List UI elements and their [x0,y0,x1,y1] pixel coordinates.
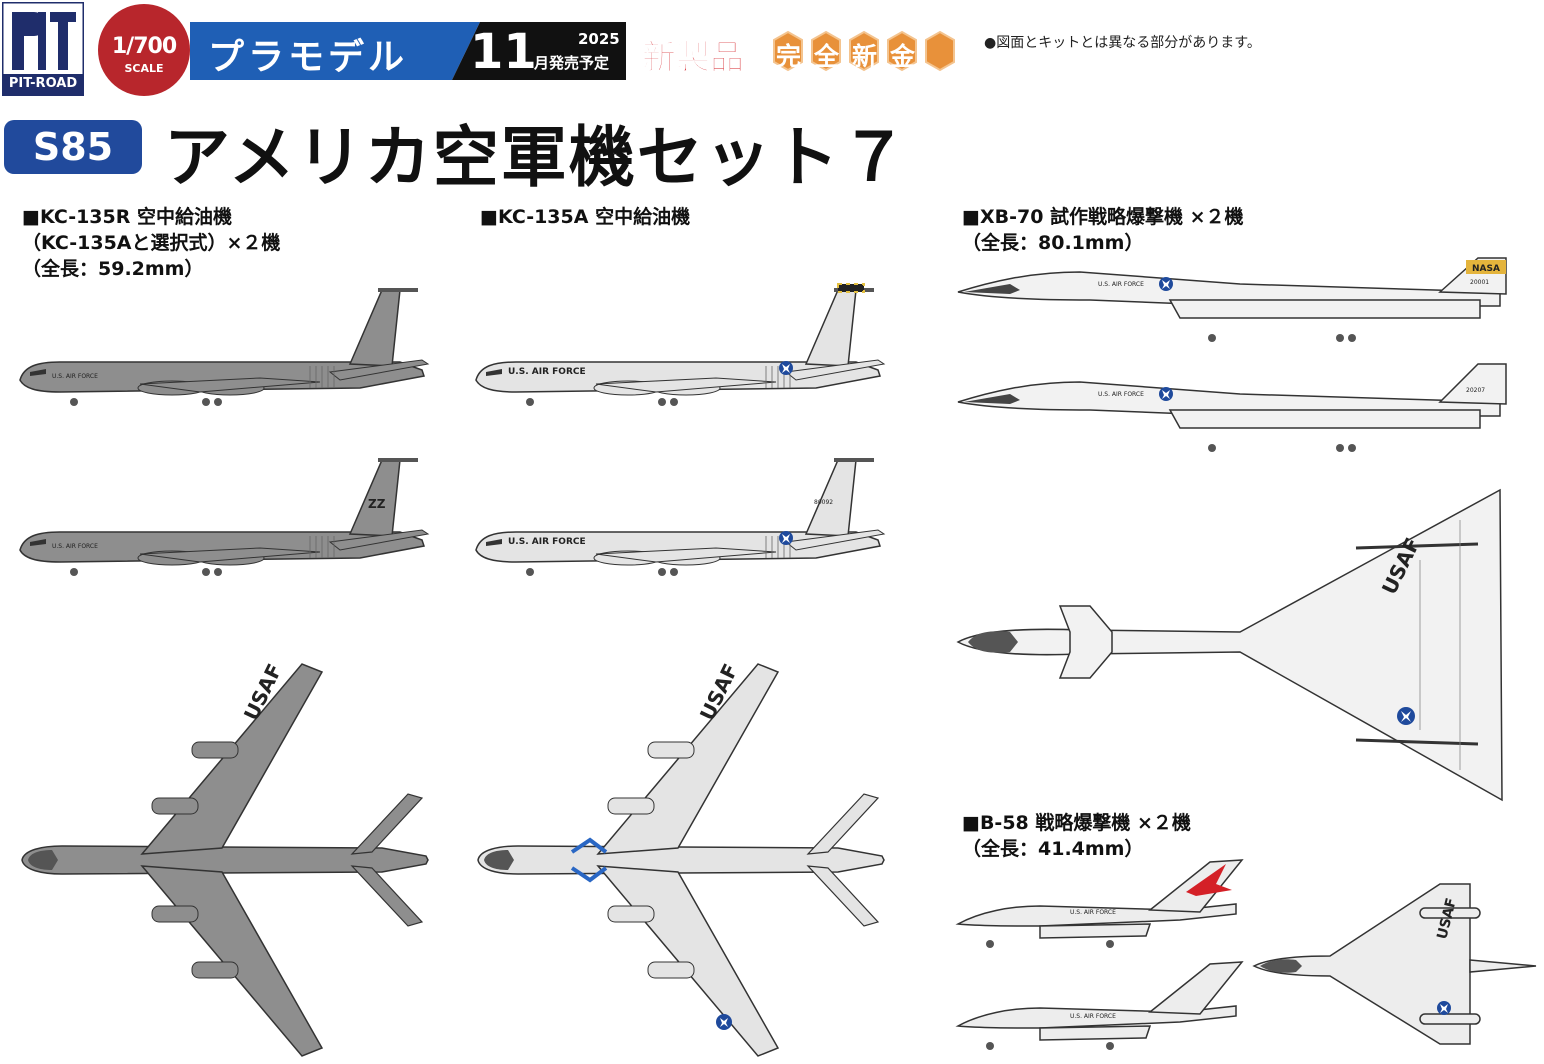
kc135a-fuselage-text-2: U.S. AIR FORCE [508,537,586,547]
xb70-serial-1: 20001 [1470,279,1489,286]
kc135r-fuselage-text-1: U.S. AIR FORCE [52,373,98,380]
caption-xb70: ■XB-70 試作戦略爆撃機 ×２機 （全長：80.1mm） [962,204,1244,256]
category-banner [190,22,626,80]
caption-b58: ■B-58 戦略爆撃機 ×２機 （全長：41.4mm） [962,810,1191,862]
b58-side-2 [955,961,1244,1050]
nasa-tail-band [1466,260,1506,274]
caption-line: （KC-135Aと選択式）×２機 [22,232,281,254]
caption-line: （全長：80.1mm） [962,232,1144,254]
xb70-top-view [956,488,1503,802]
caption-line: ■KC-135R 空中給油機 [22,206,232,228]
logo-text: PIT-ROAD [8,76,78,91]
scale-label: SCALE [124,62,164,75]
release-month: 11 [470,24,537,80]
release-year: 2025 [578,30,620,48]
checker-tail-cap [838,284,864,292]
disclaimer: ●図面とキットとは異なる部分があります。 [984,35,1261,51]
xb70-nasa-text: NASA [1472,264,1500,274]
xb70-side-1 [957,257,1507,342]
category-label: プラモデル [208,37,409,78]
kc135a-side-2 [475,457,885,577]
caption-kc135a: ■KC-135A 空中給油機 [480,204,690,230]
caption-line: （全長：41.4mm） [962,838,1144,860]
kc135a-fuselage-text-1: U.S. AIR FORCE [508,367,586,377]
kc135r-fuselage-text-2: U.S. AIR FORCE [52,543,98,550]
kc135r-top-view [21,663,429,1057]
new-mold-badge: 完全新金型 [768,30,964,107]
kc135a-tail-serial: 80092 [814,499,833,506]
b58-side-1 [955,859,1244,948]
new-product-label: 新製品 [642,38,745,79]
scale-badge: 1/700 SCALE [98,4,190,96]
caption-line: ■B-58 戦略爆撃機 ×２機 [962,812,1191,834]
pit-road-logo [2,2,84,96]
kc135r-side-2 [19,457,429,577]
kc135r-tail-code: ZZ [368,497,386,511]
b58-top-view [1252,883,1537,1045]
xb70-fuselage-text-2: U.S. AIR FORCE [1098,391,1144,398]
new-mold-label: 完全新金型 [776,42,929,107]
caption-kc135r: ■KC-135R 空中給油機 （KC-135Aと選択式）×２機 （全長：59.2… [22,204,280,282]
release-note: 月発売予定 [534,54,610,72]
b58-fuselage-text-2: U.S. AIR FORCE [1070,1013,1116,1020]
xb70-side-2 [957,363,1507,452]
b58-fuselage-text-1: U.S. AIR FORCE [1070,909,1116,916]
product-code: S85 [4,120,142,174]
b58-tail-red [1186,864,1232,896]
caption-line: ■XB-70 試作戦略爆撃機 ×２機 [962,206,1244,228]
caption-line: ■KC-135A 空中給油機 [480,206,691,228]
kc135a-top-view [477,663,885,1057]
xb70-fuselage-text-1: U.S. AIR FORCE [1098,281,1144,288]
kc135r-side-1 [19,287,429,407]
xb70-serial-2: 20207 [1466,387,1485,394]
scale-value: 1/700 [111,34,177,59]
kc135a-side-1 [475,287,885,407]
roundel-icons [716,277,1451,1030]
page-title: アメリカ空軍機セット７ [164,118,909,196]
caption-line: （全長：59.2mm） [22,258,204,280]
